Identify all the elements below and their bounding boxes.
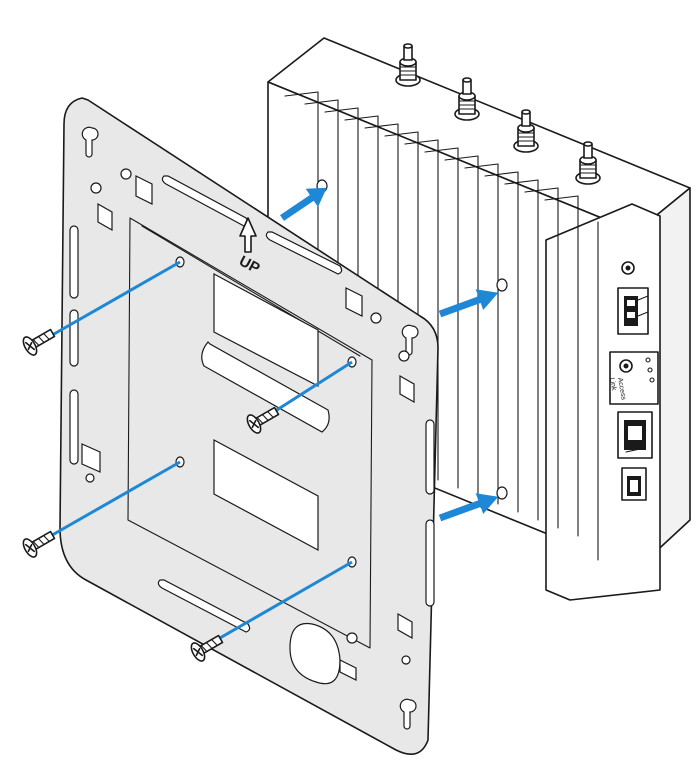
antenna-connector-icon <box>455 78 479 120</box>
usb-port-icon <box>622 468 646 500</box>
ethernet-port-icon <box>618 412 652 458</box>
antenna-connector-icon <box>396 44 420 86</box>
power-jack-icon <box>622 262 634 274</box>
antenna-connector-icon <box>514 110 538 152</box>
screw-icon <box>21 324 58 357</box>
screw-icon <box>21 526 58 559</box>
device-mount-hole <box>497 279 507 291</box>
status-led-panel: Access Link <box>608 352 658 404</box>
terminal-block-connector <box>618 288 648 334</box>
device-mount-hole <box>497 487 507 499</box>
